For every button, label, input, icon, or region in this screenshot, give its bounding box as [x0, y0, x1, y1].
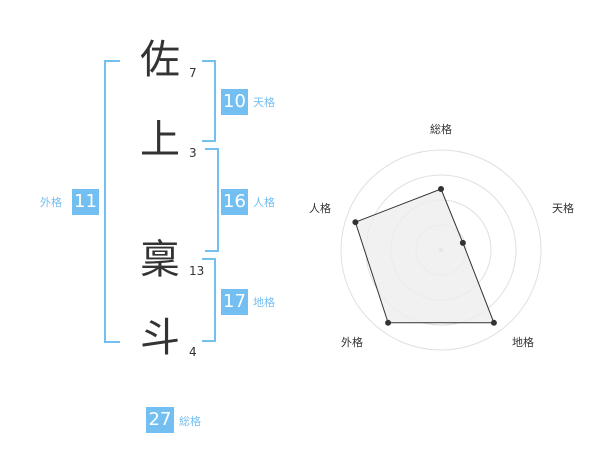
stroke-count-3: 13	[189, 264, 205, 278]
jinkaku-bracket	[205, 148, 219, 252]
soukaku-value: 27	[146, 407, 174, 433]
gaikaku-bracket	[104, 60, 120, 343]
stroke-count-1: 7	[189, 66, 197, 80]
tenkaku-value: 10	[221, 89, 248, 115]
gaikaku-value: 11	[72, 189, 99, 215]
chikaku-value: 17	[221, 289, 248, 315]
jinkaku-label: 人格	[253, 196, 275, 209]
soukaku-label: 総格	[179, 415, 201, 428]
radar-point-1	[459, 239, 466, 246]
radar-point-4	[352, 219, 359, 226]
tenkaku-label: 天格	[253, 96, 275, 109]
stroke-count-2: 3	[189, 146, 197, 160]
stroke-count-4: 4	[189, 345, 197, 359]
chikaku-bracket	[202, 258, 216, 342]
radar-points	[352, 186, 497, 326]
gaikaku-label: 外格	[40, 196, 62, 209]
radar-point-3	[385, 319, 392, 326]
name-char-4: 斗	[140, 315, 180, 361]
tenkaku-bracket	[202, 60, 216, 142]
radar-point-0	[438, 186, 444, 192]
radar-point-2	[490, 319, 497, 326]
radar-axis-label-gaikaku: 外格	[341, 335, 363, 349]
radar-axis-label-jinkaku: 人格	[309, 201, 331, 215]
radar-axis-label-tenkaku: 天格	[552, 201, 574, 215]
name-char-2: 上	[140, 117, 180, 163]
radar-axis-label-chikaku: 地格	[512, 335, 534, 349]
name-char-1: 佐	[140, 37, 180, 83]
chikaku-label: 地格	[253, 296, 275, 309]
radar-axis-label-soukaku: 総格	[430, 122, 452, 136]
name-char-3: 稟	[140, 237, 180, 283]
radar-ring-4	[340, 149, 542, 351]
radar-area	[354, 188, 495, 324]
jinkaku-value: 16	[221, 189, 248, 215]
